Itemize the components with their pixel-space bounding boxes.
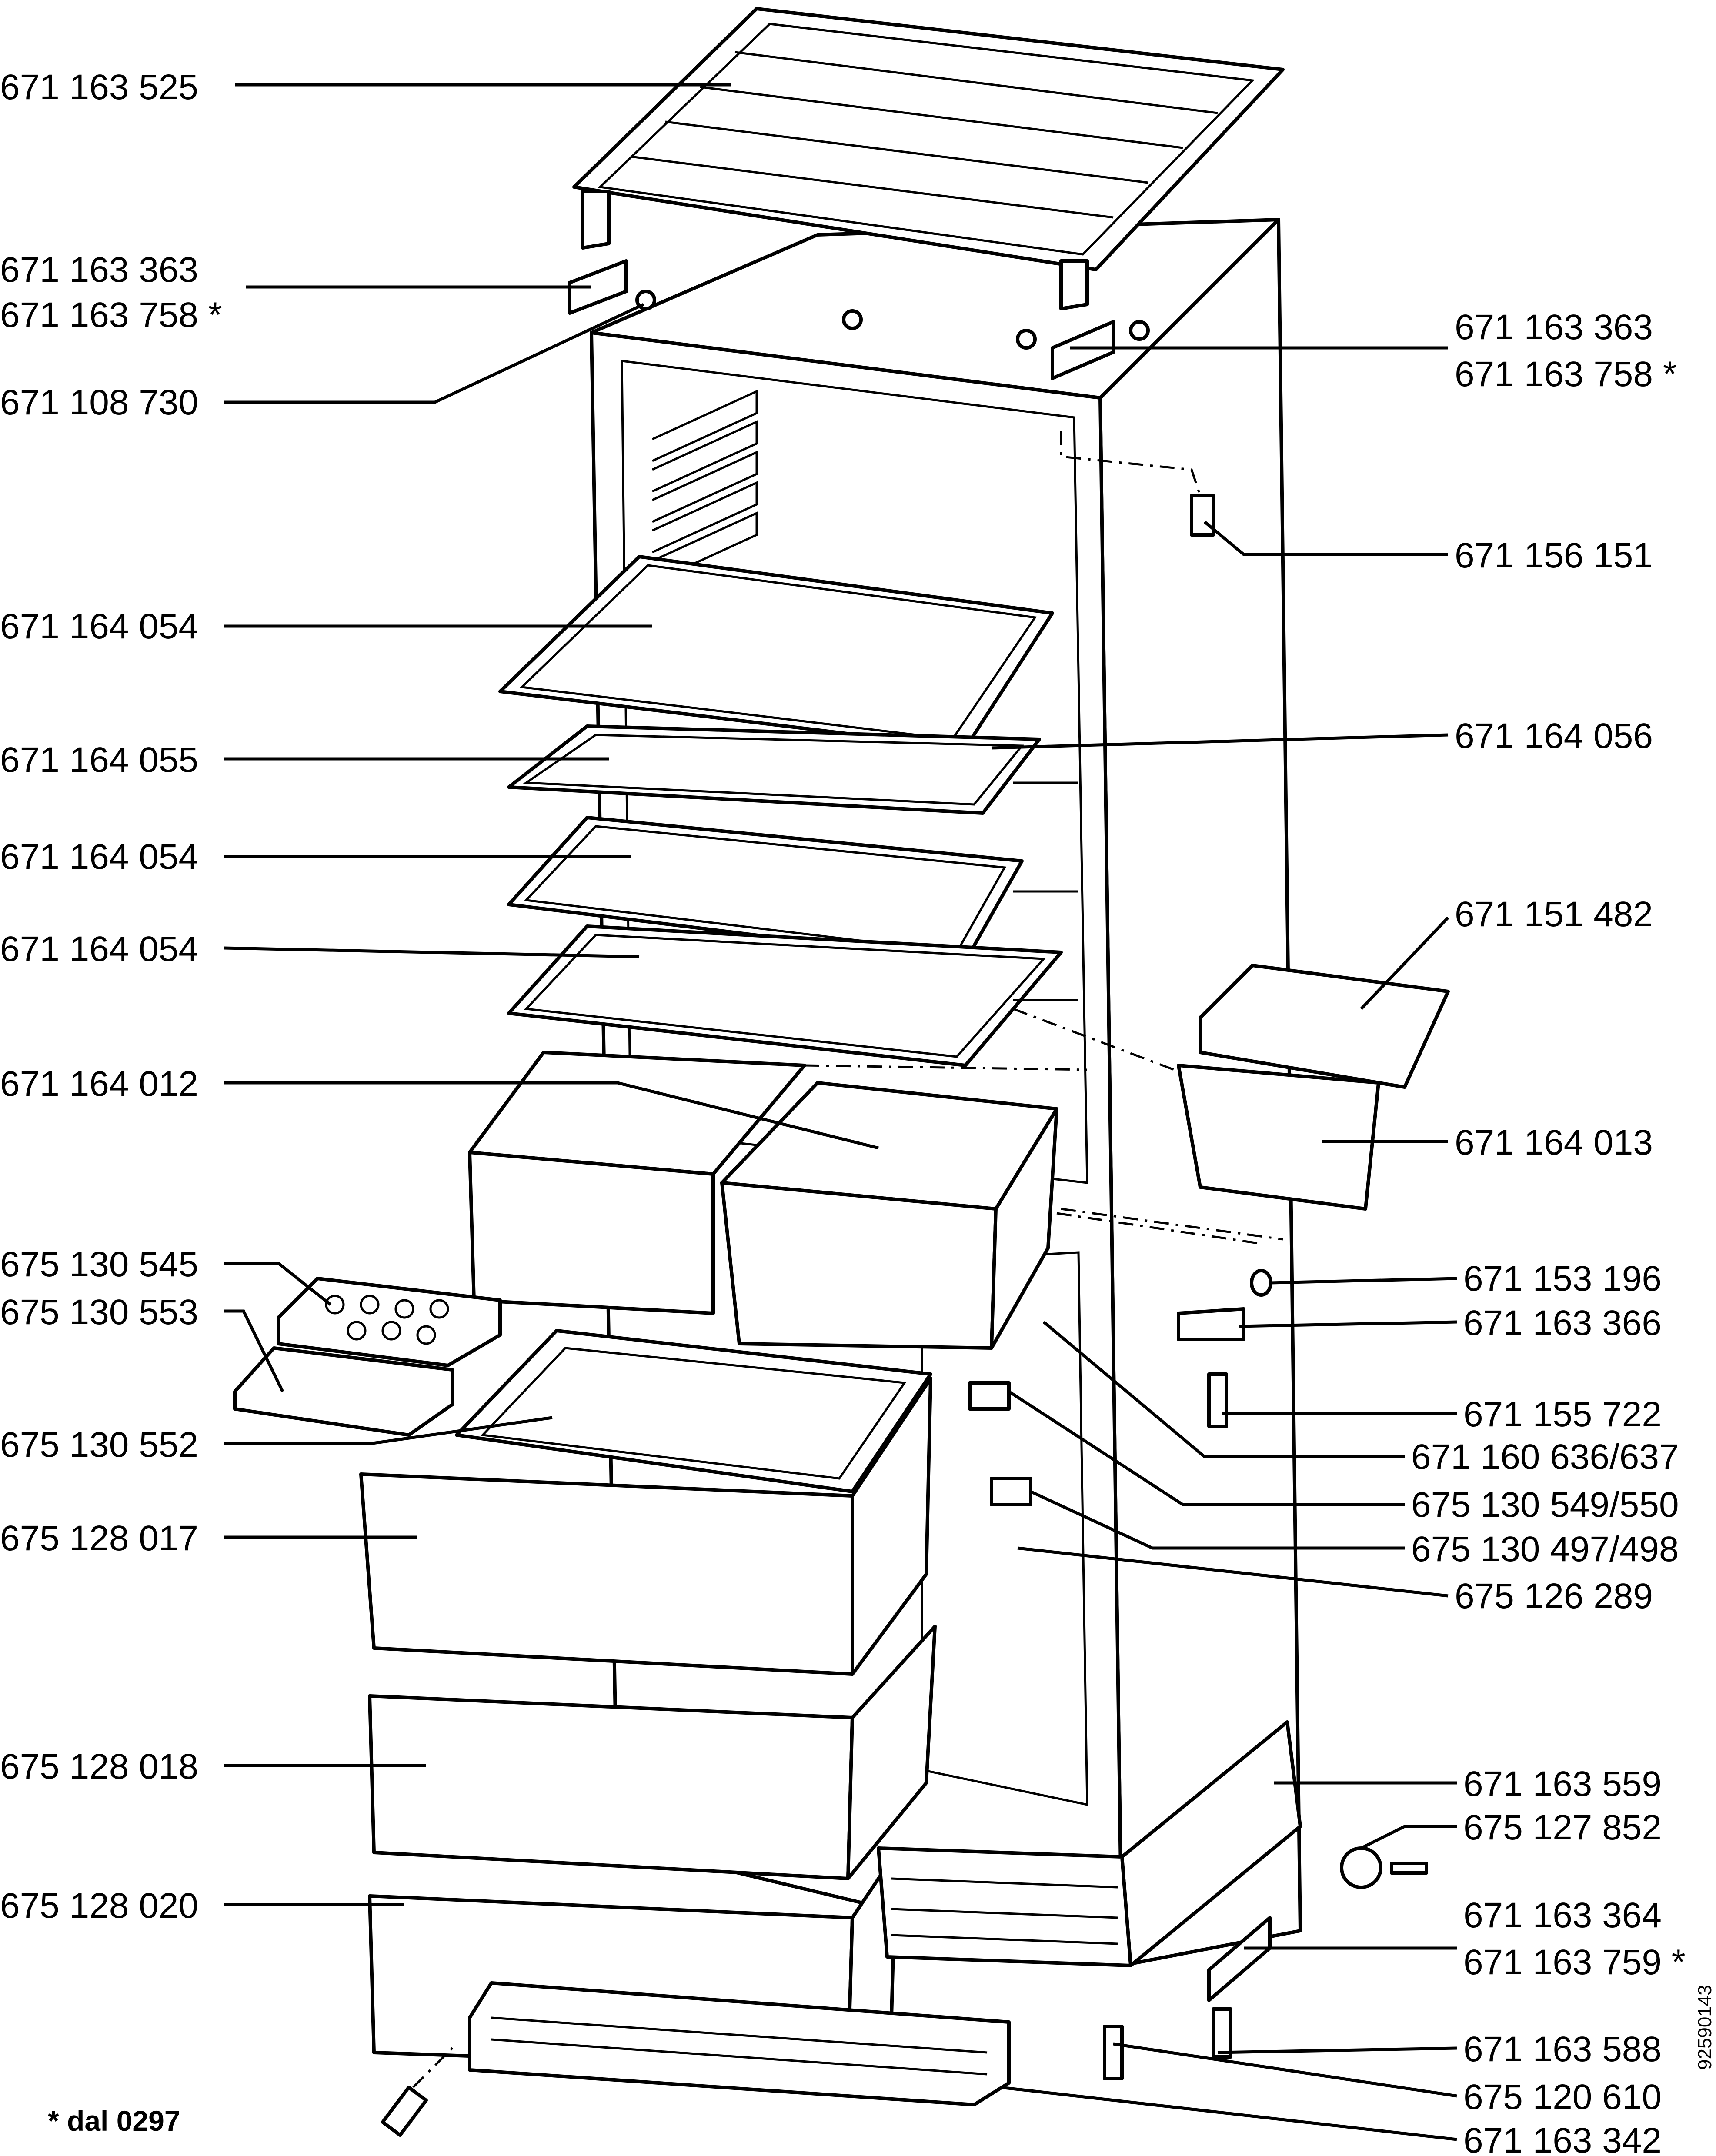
kick-plate-grille <box>468 1981 1011 2106</box>
part-label-hinge-top-left-alt: 671 163 758 * <box>0 295 222 335</box>
part-label-freezer-drawer-3: 675 128 020 <box>0 1886 198 1926</box>
part-label-freezer-drawer-2: 675 128 018 <box>0 1747 198 1786</box>
part-label-door-stop: 671 153 196 <box>1463 1259 1662 1298</box>
part-label-freezer-flap: 675 130 552 <box>0 1425 198 1465</box>
screw-icon <box>1129 320 1150 341</box>
freezer-drawer-1-top <box>455 1329 932 1493</box>
screw-icon <box>842 309 863 330</box>
glass-shelf-2 <box>507 724 1041 815</box>
top-hinge-right <box>1051 320 1115 380</box>
door-bin-front <box>1177 1064 1380 1211</box>
controls-internals <box>968 1208 1283 1506</box>
part-label-ice-tray: 675 130 545 <box>0 1245 198 1284</box>
screw-icon <box>1016 329 1037 350</box>
freezer-drawer-1-front <box>359 1472 854 1676</box>
top-cover <box>572 7 1285 310</box>
drawing-code: 92590143 <box>1694 1985 1716 2070</box>
part-label-door-pin: 671 156 151 <box>1455 536 1653 575</box>
part-label-freezer-back: 675 126 289 <box>1455 1576 1653 1616</box>
part-label-hinge-top-left: 671 163 363 <box>0 250 198 290</box>
top-cover-panel <box>572 7 1285 271</box>
part-label-glass-shelf-small: 671 164 056 <box>1455 716 1653 756</box>
part-label-kick-plate: 671 163 342 <box>1463 2121 1662 2156</box>
part-label-hinge-top-right-alt: 671 163 758 * <box>1455 354 1677 394</box>
labels-left: 671 163 525 671 163 363 671 163 758 * 67… <box>0 67 222 1926</box>
castor-axle <box>1390 1862 1428 1875</box>
part-label-foot: 675 120 610 <box>1463 2077 1662 2117</box>
part-label-glass-shelf-2: 671 164 055 <box>0 740 198 780</box>
door-stop-icon <box>1250 1269 1272 1297</box>
part-label-door-bin: 671 164 013 <box>1455 1123 1653 1162</box>
hinge-bracket-middle <box>1177 1307 1245 1341</box>
part-label-freezer-drawer-1: 675 128 017 <box>0 1519 198 1558</box>
plinth-grille-upper <box>877 1846 1132 1967</box>
part-label-glass-shelf-3: 671 164 054 <box>0 837 198 877</box>
glass-shelves <box>498 555 1078 1067</box>
part-label-hinge-bottom-alt: 671 163 759 * <box>1463 1942 1686 1982</box>
castor-wheel-icon <box>1340 1846 1382 1889</box>
part-label-hinge-pin-bottom: 671 163 588 <box>1463 2029 1662 2069</box>
part-label-control-1: 675 130 549/550 <box>1411 1485 1679 1525</box>
part-label-control-2: 675 130 497/498 <box>1411 1529 1679 1569</box>
control-block-1 <box>968 1381 1011 1411</box>
labels-right: 671 163 363 671 163 758 * 671 156 151 67… <box>1411 307 1686 2156</box>
part-label-plinth: 671 163 559 <box>1463 1764 1662 1804</box>
part-label-bar: 671 160 636/637 <box>1411 1437 1679 1477</box>
crisper-right-front <box>720 1181 998 1350</box>
shelf-supports <box>651 390 758 584</box>
top-cover-bracket-left <box>581 190 611 250</box>
part-label-hinge-bottom: 671 163 364 <box>1463 1896 1662 1935</box>
crisper-left-front <box>468 1151 715 1315</box>
part-label-castor: 675 127 852 <box>1463 1808 1662 1847</box>
leader-lines <box>224 83 1457 2141</box>
footnote: * dal 0297 <box>48 2105 180 2137</box>
adjustable-foot <box>1212 2007 1232 2059</box>
freezer-drawer-1-inner <box>480 1347 907 1480</box>
part-label-hinge-middle: 671 163 366 <box>1463 1303 1662 1343</box>
ice-tray <box>233 1277 502 1437</box>
part-label-ice-tray-lid: 675 130 553 <box>0 1292 198 1332</box>
door-bin-top <box>1199 964 1450 1089</box>
drain-plug <box>381 2086 428 2137</box>
part-label-screw: 671 108 730 <box>0 383 198 422</box>
cabinet-drawing <box>233 7 1450 2137</box>
freezer-drawer-2-front <box>368 1694 854 1880</box>
door-bin <box>1013 964 1450 1245</box>
part-label-hinge-top-right: 671 163 363 <box>1455 307 1653 347</box>
crisper-drawers <box>468 1051 1088 1350</box>
bottom-hinge-pin <box>1103 2025 1124 2080</box>
door-pin <box>1190 494 1215 537</box>
part-label-top-cover: 671 163 525 <box>0 67 198 107</box>
part-label-glass-shelf-1: 671 164 054 <box>0 607 198 646</box>
ice-tray-lid <box>233 1346 454 1437</box>
hinge-pin-middle <box>1207 1372 1228 1428</box>
part-label-crisper: 671 164 012 <box>0 1064 198 1104</box>
top-cover-bracket-right <box>1059 259 1089 310</box>
top-hinge-left <box>568 259 628 315</box>
part-label-glass-shelf-4: 671 164 054 <box>0 929 198 969</box>
glass-shelf-4 <box>507 924 1063 1067</box>
control-block-2 <box>990 1477 1032 1506</box>
part-label-hinge-pin: 671 155 722 <box>1463 1395 1662 1434</box>
part-label-door-bin-top: 671 151 482 <box>1455 894 1653 934</box>
